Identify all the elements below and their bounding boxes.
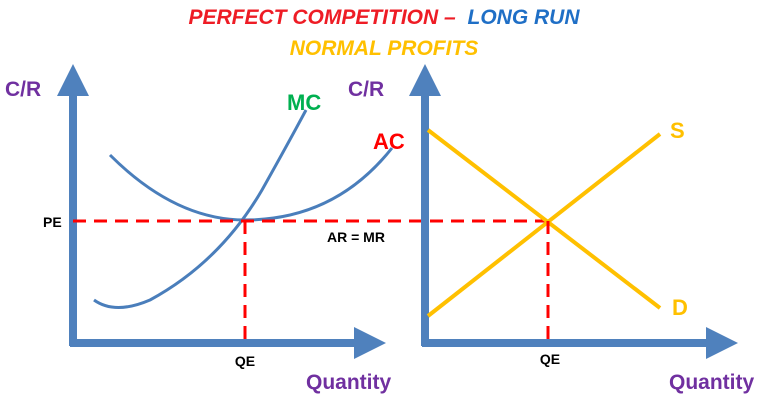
market-x-axis-label: Quantity	[669, 371, 754, 394]
ac-label: AC	[373, 129, 405, 154]
demand-label: D	[672, 295, 688, 320]
diagram-title: PERFECT COMPETITION – LONG RUN	[188, 6, 580, 29]
mc-curve	[93, 109, 308, 309]
price-label-pe: PE	[43, 214, 62, 230]
demand-curve	[426, 128, 662, 310]
market-graph: C/R Quantity S D QE	[348, 64, 754, 394]
mc-label: MC	[287, 90, 321, 115]
market-quantity-label-qe: QE	[540, 351, 560, 367]
firm-graph: C/R Quantity MC AC PE QE AR = MR	[5, 64, 548, 394]
title-part-2: LONG RUN	[468, 6, 581, 29]
firm-x-axis-label: Quantity	[306, 371, 391, 394]
market-y-axis-label: C/R	[348, 78, 384, 101]
firm-quantity-label-qe: QE	[235, 353, 255, 369]
supply-label: S	[670, 118, 685, 143]
title-part-1: PERFECT COMPETITION –	[188, 6, 456, 29]
diagram-subtitle: NORMAL PROFITS	[290, 37, 479, 60]
firm-y-axis-label: C/R	[5, 78, 41, 101]
ar-mr-label: AR = MR	[327, 229, 385, 245]
supply-curve	[426, 132, 662, 318]
